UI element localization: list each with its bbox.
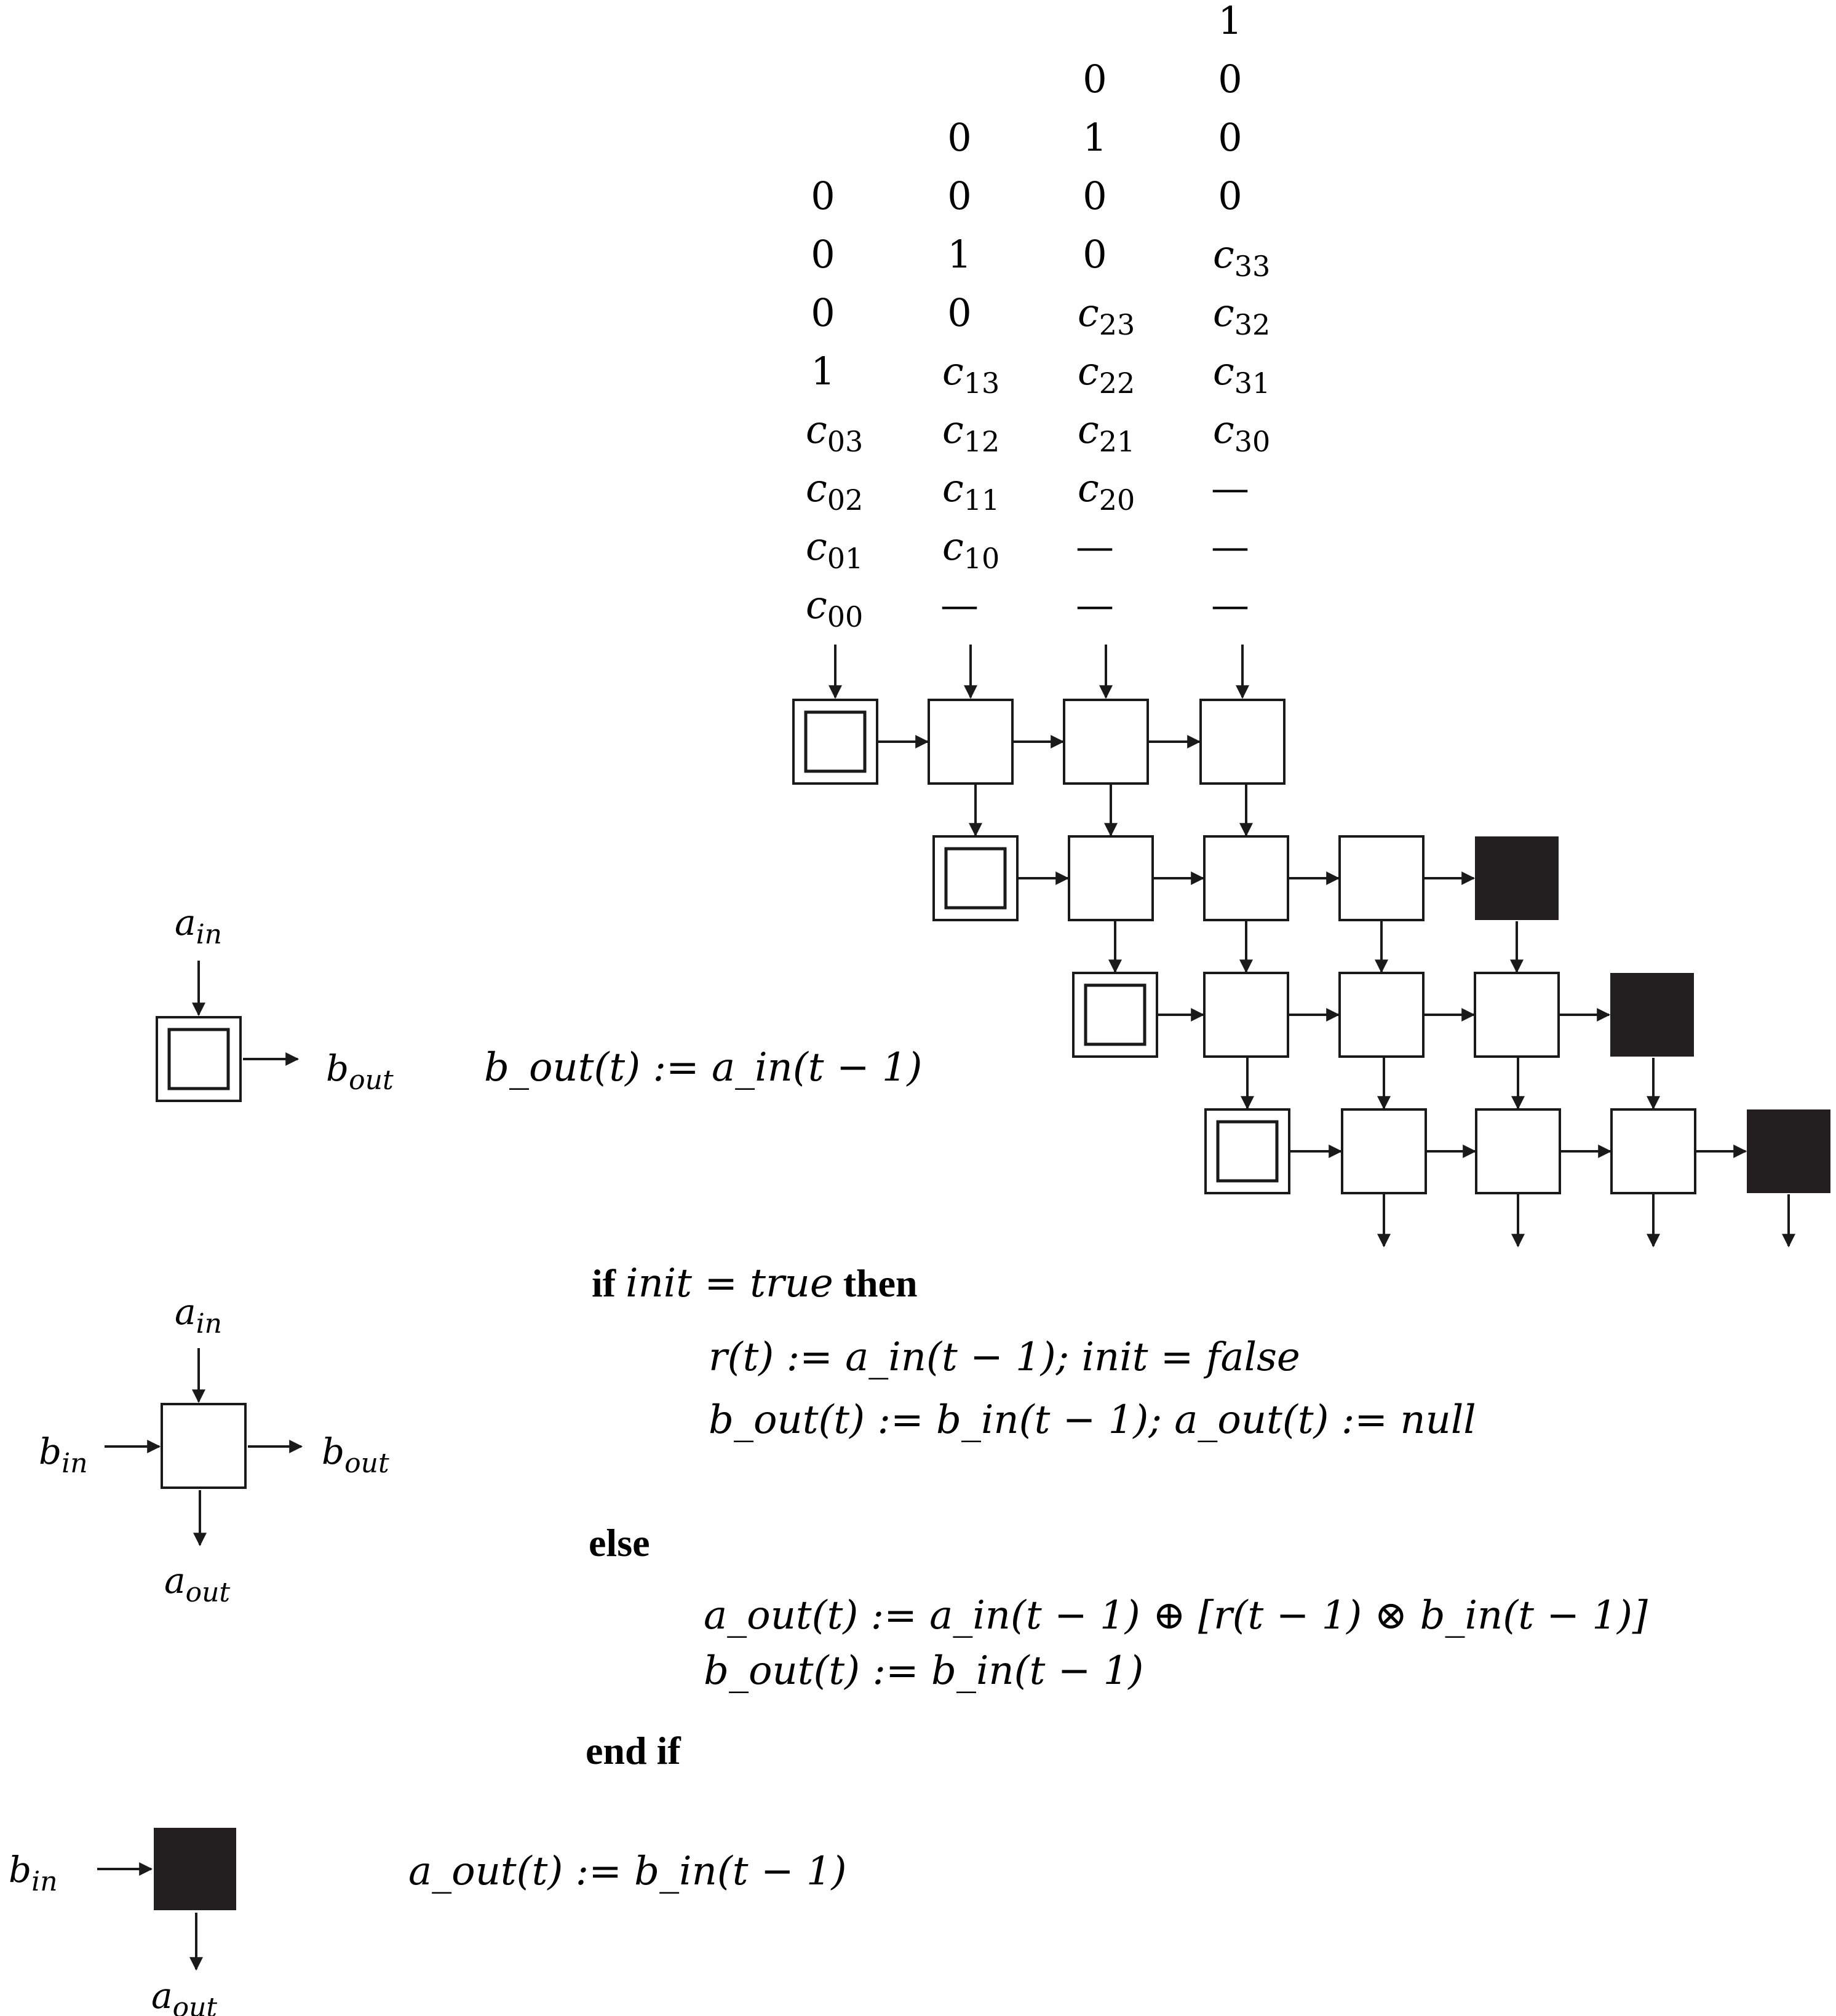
column-entry: 0 — [947, 115, 971, 160]
column-entry: 0 — [1218, 115, 1242, 160]
column-entry: c03 — [806, 407, 863, 458]
proc-aout-label: aout — [164, 1560, 230, 1608]
input-columns: c00 c01 c02 c03 1 0 0 0 — c10 c11 c12 c13 0 1 0 0 — — c20 c2… — [806, 0, 1270, 633]
processing-cell — [1203, 972, 1289, 1058]
processing-cell — [1068, 835, 1154, 921]
delay-bout-label: bout — [326, 1047, 394, 1096]
column-entry: c33 — [1213, 232, 1270, 283]
output-cell — [1610, 973, 1694, 1057]
delay-cell-legend: ain bout — [156, 902, 394, 1102]
processing-cell-legend: ain bin bout aout — [39, 1291, 389, 1608]
column-entry: — — [940, 582, 979, 627]
delay-cell — [1204, 1108, 1290, 1194]
processing-cell-icon — [161, 1403, 247, 1489]
column-entry: 0 — [1218, 57, 1242, 101]
output-cell — [1475, 836, 1559, 920]
delay-cell-inner — [1216, 1120, 1279, 1183]
processing-cell — [1474, 972, 1560, 1058]
column-entry: 0 — [811, 290, 835, 335]
delay-cell-inner — [804, 710, 867, 773]
column-entry: c20 — [1078, 466, 1135, 517]
processing-cell — [1203, 835, 1289, 921]
delay-cell-icon — [156, 1016, 242, 1102]
output-cell-icon — [154, 1828, 236, 1910]
delay-cell-inner-icon — [167, 1028, 230, 1090]
proc-bout-label: bout — [322, 1431, 389, 1479]
column-entry: c32 — [1213, 290, 1270, 341]
column-entry: — — [1211, 582, 1249, 627]
out-bin-label: bin — [9, 1849, 58, 1897]
column-entry: 1 — [811, 349, 835, 394]
column-entry: 1 — [1083, 115, 1107, 160]
processing-cell — [1063, 699, 1149, 785]
output-cell-legend: bin aout — [9, 1828, 236, 2016]
delay-ain-label: ain — [175, 902, 222, 950]
column-entry: 0 — [1083, 173, 1107, 218]
column-entry: c21 — [1078, 407, 1135, 458]
column-entry: 0 — [1083, 232, 1107, 277]
out-aout-label: aout — [151, 1975, 217, 2016]
column-entry: 0 — [811, 232, 835, 277]
processing-cell — [1338, 972, 1425, 1058]
else-keyword: else — [589, 1521, 650, 1565]
column-entry: c01 — [806, 524, 863, 575]
column-entry: c02 — [806, 466, 863, 517]
delay-cell-inner — [944, 847, 1007, 910]
end-if-keyword: end if — [586, 1729, 681, 1772]
systolic-array — [792, 645, 1830, 1248]
column-entry: 0 — [947, 173, 971, 218]
column-entry: c30 — [1213, 407, 1270, 458]
column-entry: c31 — [1213, 349, 1270, 400]
column-entry: — — [1211, 466, 1249, 510]
proc-ain-label: ain — [175, 1291, 222, 1339]
output-cell-rule: a_out(t) := b_in(t − 1) — [408, 1849, 847, 1894]
delay-cell — [1072, 972, 1158, 1058]
column-entry: c00 — [806, 582, 863, 633]
processing-cell — [1338, 835, 1425, 921]
column-entry: 0 — [1083, 57, 1107, 101]
column-entry: c22 — [1078, 349, 1135, 400]
column-entry: 0 — [811, 173, 835, 218]
column-entry: c10 — [942, 524, 999, 575]
processing-cell — [1475, 1108, 1561, 1194]
delay-cell-rule: b_out(t) := a_in(t − 1) — [484, 1045, 923, 1090]
then-line-2: b_out(t) := b_in(t − 1); a_out(t) := nul… — [709, 1397, 1476, 1443]
column-entry: c11 — [942, 466, 999, 517]
processing-cell — [1199, 699, 1286, 785]
proc-bin-label: bin — [39, 1431, 88, 1479]
processing-cell — [928, 699, 1014, 785]
delay-cell — [792, 699, 878, 785]
else-line-1: a_out(t) := a_in(t − 1) ⊕ [r(t − 1) ⊗ b_… — [704, 1593, 1648, 1638]
column-entry: — — [1076, 524, 1114, 569]
then-line-1: r(t) := a_in(t − 1); init = false — [709, 1335, 1300, 1380]
column-entry: c13 — [942, 349, 999, 400]
processing-cell — [1341, 1108, 1427, 1194]
delay-cell-inner — [1084, 983, 1147, 1046]
column-entry: 0 — [1218, 173, 1242, 218]
column-entry: 1 — [1218, 0, 1242, 43]
processing-cell — [1610, 1108, 1696, 1194]
output-cell — [1747, 1109, 1830, 1193]
column-entry: — — [1076, 582, 1114, 627]
column-entry: c23 — [1078, 290, 1135, 341]
else-line-2: b_out(t) := b_in(t − 1) — [704, 1648, 1143, 1694]
column-entry: 1 — [947, 232, 971, 277]
column-entry: — — [1211, 524, 1249, 569]
column-entry: 0 — [947, 290, 971, 335]
column-entry: c12 — [942, 407, 999, 458]
